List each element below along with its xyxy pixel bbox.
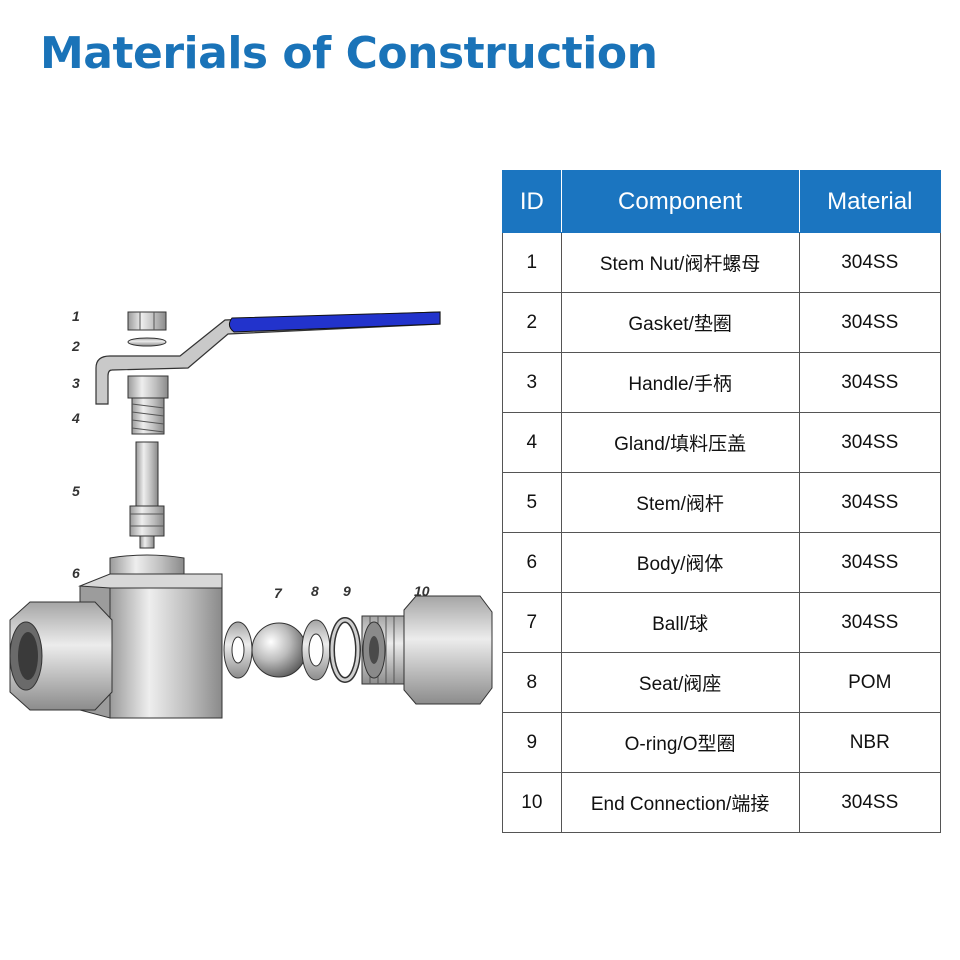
cell-material: 304SS bbox=[798, 232, 942, 293]
cell-material: POM bbox=[798, 652, 942, 713]
cell-id: 3 bbox=[502, 352, 562, 413]
cell-material: 304SS bbox=[798, 412, 942, 473]
table-row: 4 Gland/填料压盖 304SS bbox=[502, 412, 942, 473]
table-row: 3 Handle/手柄 304SS bbox=[502, 352, 942, 413]
header-material: Material bbox=[798, 170, 942, 233]
cell-component: Gasket/垫圈 bbox=[560, 292, 800, 353]
table-row: 1 Stem Nut/阀杆螺母 304SS bbox=[502, 232, 942, 293]
callout-8: 8 bbox=[311, 583, 319, 599]
cell-material: 304SS bbox=[798, 772, 942, 833]
valve-illustration bbox=[9, 311, 493, 719]
cell-component: Handle/手柄 bbox=[560, 352, 800, 413]
callout-7: 7 bbox=[274, 585, 282, 601]
cell-id: 4 bbox=[502, 412, 562, 473]
ball-part bbox=[223, 621, 307, 679]
cell-component: O-ring/O型圈 bbox=[560, 712, 800, 773]
table-row: 2 Gasket/垫圈 304SS bbox=[502, 292, 942, 353]
cell-material: 304SS bbox=[798, 532, 942, 593]
header-component: Component bbox=[560, 170, 800, 233]
callout-2: 2 bbox=[72, 338, 80, 354]
cell-component: Stem/阀杆 bbox=[560, 472, 800, 533]
table-row: 5 Stem/阀杆 304SS bbox=[502, 472, 942, 533]
exploded-valve-diagram: 1 2 3 4 5 6 7 8 9 10 bbox=[0, 290, 500, 750]
callout-6: 6 bbox=[72, 565, 80, 581]
cell-component: End Connection/端接 bbox=[560, 772, 800, 833]
cell-id: 5 bbox=[502, 472, 562, 533]
table-row: 7 Ball/球 304SS bbox=[502, 592, 942, 653]
o-ring-part bbox=[329, 617, 361, 683]
callout-1: 1 bbox=[72, 308, 80, 324]
body-part bbox=[9, 554, 223, 719]
cell-material: 304SS bbox=[798, 292, 942, 353]
stem-part bbox=[129, 441, 165, 549]
callout-5: 5 bbox=[72, 483, 80, 499]
stem-nut-part bbox=[127, 311, 167, 331]
cell-id: 9 bbox=[502, 712, 562, 773]
handle-part bbox=[95, 311, 441, 405]
cell-component: Gland/填料压盖 bbox=[560, 412, 800, 473]
cell-component: Stem Nut/阀杆螺母 bbox=[560, 232, 800, 293]
callout-9: 9 bbox=[343, 583, 351, 599]
cell-id: 2 bbox=[502, 292, 562, 353]
gland-part bbox=[127, 375, 169, 435]
cell-id: 8 bbox=[502, 652, 562, 713]
cell-id: 7 bbox=[502, 592, 562, 653]
table-row: 9 O-ring/O型圈 NBR bbox=[502, 712, 942, 773]
cell-material: 304SS bbox=[798, 472, 942, 533]
callout-4: 4 bbox=[72, 410, 80, 426]
callout-3: 3 bbox=[72, 375, 80, 391]
cell-material: 304SS bbox=[798, 352, 942, 413]
table-row: 10 End Connection/端接 304SS bbox=[502, 772, 942, 833]
gasket-part bbox=[127, 337, 167, 347]
materials-table: ID Component Material 1 Stem Nut/阀杆螺母 30… bbox=[502, 170, 942, 833]
seat-part bbox=[301, 619, 331, 681]
header-id: ID bbox=[502, 170, 562, 233]
callout-10: 10 bbox=[414, 583, 430, 599]
cell-material: 304SS bbox=[798, 592, 942, 653]
cell-component: Body/阀体 bbox=[560, 532, 800, 593]
table-row: 8 Seat/阀座 POM bbox=[502, 652, 942, 713]
table-row: 6 Body/阀体 304SS bbox=[502, 532, 942, 593]
cell-component: Ball/球 bbox=[560, 592, 800, 653]
table-header-row: ID Component Material bbox=[502, 170, 942, 233]
cell-component: Seat/阀座 bbox=[560, 652, 800, 713]
cell-id: 10 bbox=[502, 772, 562, 833]
cell-id: 6 bbox=[502, 532, 562, 593]
cell-material: NBR bbox=[798, 712, 942, 773]
cell-id: 1 bbox=[502, 232, 562, 293]
end-connection-part bbox=[361, 595, 493, 705]
page-title: Materials of Construction bbox=[40, 28, 658, 79]
